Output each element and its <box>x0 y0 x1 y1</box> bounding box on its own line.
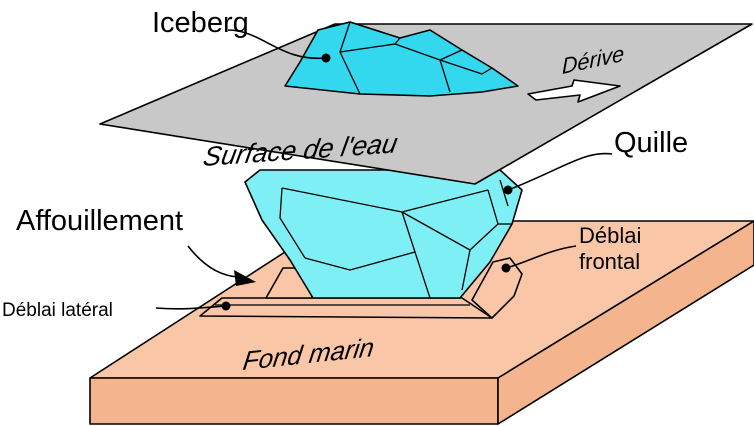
label-deblai-lateral: Déblai latéral <box>2 300 113 321</box>
leader-deblai-frontal <box>501 245 577 273</box>
seabed-right-face <box>497 220 754 425</box>
leader-dot-icon <box>501 263 511 273</box>
label-deblai-frontal-line1: Déblai <box>579 223 641 248</box>
leader-dot-icon <box>503 185 513 195</box>
leader-dot-icon <box>321 53 331 63</box>
label-affouillement: Affouillement <box>16 205 183 237</box>
label-deblai-frontal-line2: frontal <box>579 249 640 274</box>
frontal-berm <box>471 257 523 319</box>
label-quille: Quille <box>614 127 688 159</box>
iceberg-top <box>284 21 519 97</box>
seabed-front-face <box>89 377 499 425</box>
leader-affouillement <box>187 245 256 286</box>
label-iceberg: Iceberg <box>152 7 249 39</box>
leader-dot-icon <box>221 301 231 311</box>
water-surface <box>99 23 753 185</box>
leader-deblai-lateral <box>155 301 231 311</box>
lateral-berm <box>199 297 493 319</box>
leader-iceberg <box>227 29 331 63</box>
pointer-arrow-icon <box>234 270 256 286</box>
drift-arrow-icon <box>527 79 621 103</box>
leader-quille <box>503 152 613 195</box>
